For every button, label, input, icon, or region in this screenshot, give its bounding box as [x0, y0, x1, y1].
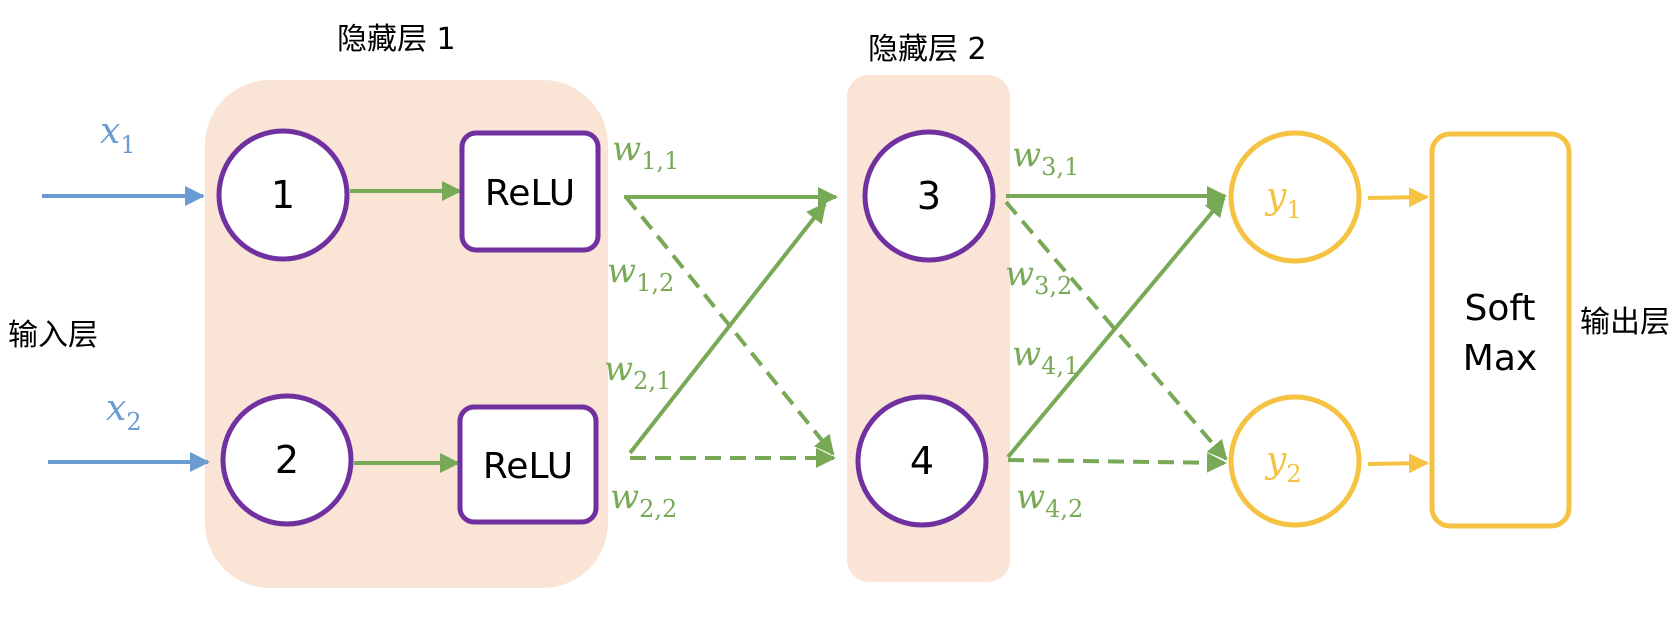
input-layer-label: 输入层 — [8, 318, 98, 353]
weight-label-w32-symbol: w — [1005, 254, 1034, 294]
output-node-y2-symbol: y — [1264, 440, 1287, 481]
weight-label-w41-symbol: w — [1012, 334, 1041, 374]
input-label-x1-sub: 1 — [120, 131, 135, 159]
output-node-y2 — [1228, 394, 1362, 528]
output-node-y2-sub: 2 — [1286, 460, 1301, 488]
input-label-x2: x2 — [106, 388, 142, 436]
weight-label-w42: w4,2 — [1016, 477, 1083, 523]
input-label-x2-symbol: x — [106, 388, 126, 429]
hidden1-node-1 — [216, 128, 350, 262]
weight-label-w32: w3,2 — [1005, 254, 1072, 300]
weight-label-w22-symbol: w — [610, 477, 639, 517]
softmax-label-line1: Soft — [1464, 288, 1535, 329]
edge-w32 — [1004, 200, 1228, 461]
weight-label-w11-sub: 1,1 — [641, 147, 679, 175]
input-label-x1-symbol: x — [100, 111, 120, 152]
weight-label-w12-sub: 1,2 — [636, 269, 674, 297]
hidden2-node-3-label: 3 — [917, 174, 941, 218]
weight-label-w22-sub: 2,2 — [639, 495, 677, 523]
output-node-y1-label: y1 — [1264, 176, 1302, 224]
output-node-y1-symbol: y — [1264, 176, 1287, 217]
edge-w41 — [1006, 196, 1226, 459]
hidden-layer-2-title: 隐藏层 2 — [868, 32, 987, 67]
output1-to-softmax-arrow — [1367, 187, 1429, 208]
weight-label-w41-sub: 4,1 — [1041, 352, 1079, 380]
weight-label-w41: w4,1 — [1012, 334, 1079, 380]
weight-label-w11: w1,1 — [612, 129, 679, 175]
hidden1-node-1-label: 1 — [271, 173, 295, 217]
hidden1-node-2-label: 2 — [275, 438, 299, 482]
hidden2-node-3 — [862, 129, 996, 263]
weight-label-w12: w1,2 — [607, 251, 674, 297]
weight-label-w42-sub: 4,2 — [1045, 495, 1083, 523]
edge-w42 — [1007, 452, 1227, 473]
output2-to-softmax-arrow — [1367, 453, 1429, 474]
weight-label-w31: w3,1 — [1012, 135, 1079, 181]
weight-label-w42-symbol: w — [1016, 477, 1045, 517]
output-node-y1 — [1228, 130, 1362, 264]
softmax-label-line2: Max — [1463, 338, 1537, 379]
relu-box-2 — [457, 404, 599, 525]
output-node-y1-sub: 1 — [1286, 196, 1301, 224]
weight-label-w22: w2,2 — [610, 477, 677, 523]
relu-box-1 — [459, 130, 601, 253]
weight-label-w31-symbol: w — [1012, 135, 1041, 175]
edge-w21 — [628, 202, 827, 455]
weight-label-w21-symbol: w — [604, 349, 633, 389]
weight-label-w31-sub: 3,1 — [1041, 153, 1079, 181]
weight-label-w21-sub: 2,1 — [633, 367, 671, 395]
weight-label-w21: w2,1 — [604, 349, 671, 395]
output-layer-label: 输出层 — [1580, 305, 1670, 340]
weight-label-w32-sub: 3,2 — [1034, 272, 1072, 300]
output-node-y2-label: y2 — [1264, 440, 1302, 488]
softmax-box — [1429, 131, 1572, 529]
input-label-x2-sub: 2 — [126, 408, 141, 436]
hidden-layer-1-title: 隐藏层 1 — [337, 22, 456, 57]
input-label-x1: x1 — [100, 111, 136, 159]
hidden1-node-2 — [220, 393, 354, 527]
relu-box-2-label: ReLU — [483, 446, 573, 487]
weight-label-w11-symbol: w — [612, 129, 641, 169]
weight-label-w12-symbol: w — [607, 251, 636, 291]
hidden2-node-4 — [855, 394, 989, 528]
hidden2-node-4-label: 4 — [910, 439, 934, 483]
relu-box-1-label: ReLU — [485, 173, 575, 214]
